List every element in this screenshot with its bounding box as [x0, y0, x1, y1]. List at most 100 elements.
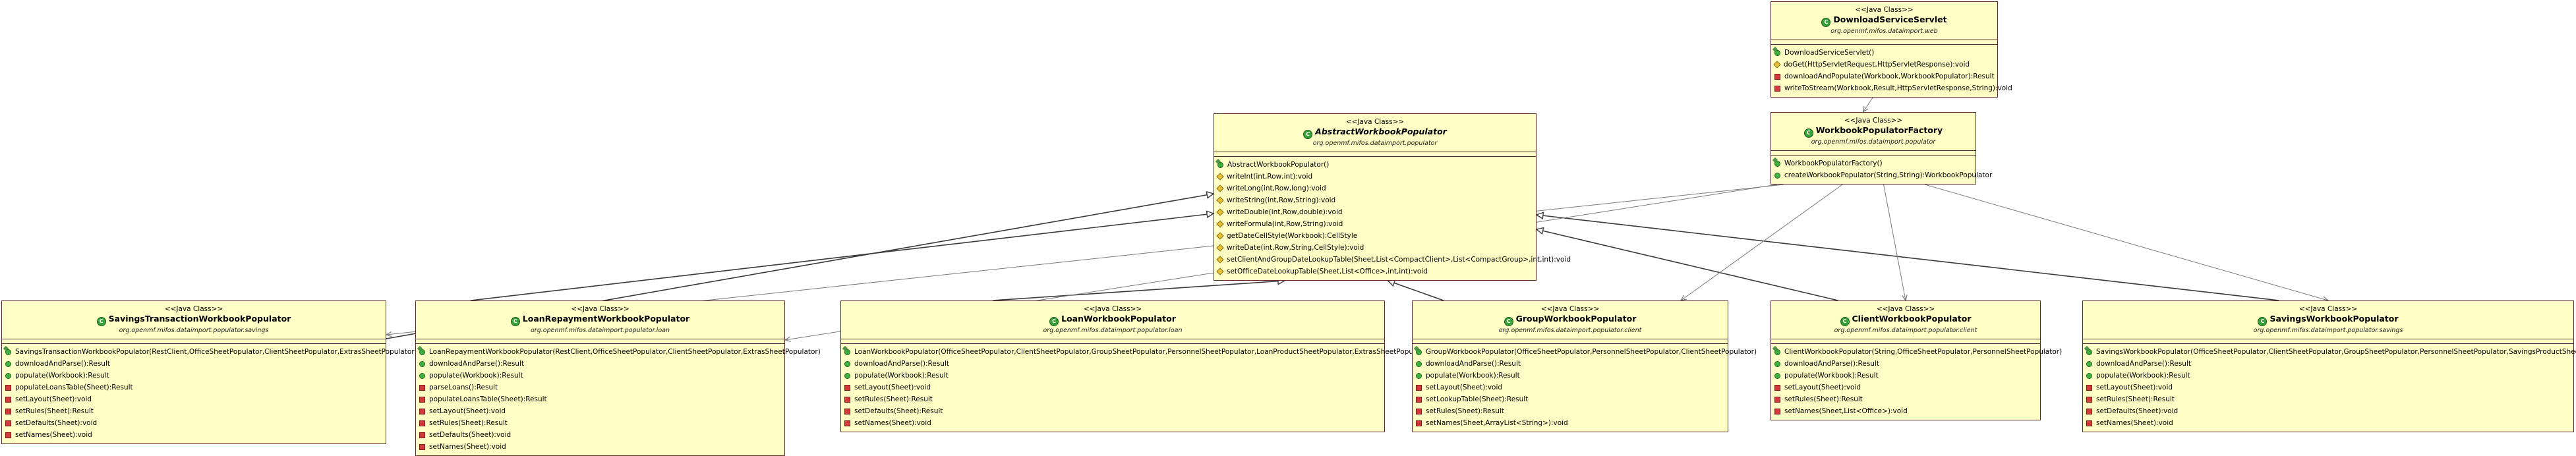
- operation-signature: setDefaults(Sheet):void: [2096, 407, 2179, 415]
- operation-signature: setClientAndGroupDateLookupTable(Sheet,L…: [1227, 256, 1571, 264]
- operations-compartment: LoanWorkbookPopulator(OfficeSheetPopulat…: [841, 344, 1432, 432]
- operation-row: setRules(Sheet):Result: [5, 405, 382, 417]
- private-method-icon: [419, 420, 425, 426]
- operation-row: downloadAndParse():Result: [5, 358, 382, 370]
- public-method-icon: [844, 360, 850, 367]
- class-package: org.openmf.mifos.dataimport.populator: [1312, 140, 1438, 147]
- private-method-icon: [5, 432, 11, 438]
- class-stereotype: <<Java Class>>: [1540, 305, 1600, 313]
- operation-signature: setNames(Sheet):void: [2096, 419, 2173, 427]
- operation-row: createWorkbookPopulator(String,String):W…: [1774, 169, 1992, 181]
- operation-row: populate(Workbook):Result: [844, 370, 1381, 382]
- operation-signature: setRules(Sheet):Result: [429, 419, 508, 427]
- class-stereotype: <<Java Class>>: [1844, 117, 1903, 125]
- class-name: AbstractWorkbookPopulator: [1315, 127, 1447, 136]
- operation-signature: downloadAndParse():Result: [1784, 360, 1879, 368]
- operation-signature: setLayout(Sheet):void: [1426, 384, 1503, 391]
- class-name: GroupWorkbookPopulator: [1515, 314, 1637, 324]
- public-method-icon: [1774, 360, 1780, 367]
- public-method-icon: [5, 360, 11, 367]
- operation-row: setLayout(Sheet):void: [419, 405, 781, 417]
- dependency-line: [1924, 184, 2329, 301]
- operations-compartment: ClientWorkbookPopulator(String,OfficeShe…: [1771, 344, 2062, 420]
- protected-method-icon: [1216, 196, 1224, 204]
- operation-row: setDefaults(Sheet):void: [2086, 405, 2570, 417]
- private-method-icon: [1416, 420, 1422, 426]
- public-method-icon: [419, 372, 425, 379]
- class-package: org.openmf.mifos.dataimport.web: [1830, 28, 1938, 35]
- operation-signature: ClientWorkbookPopulator(String,OfficeShe…: [1784, 348, 2063, 356]
- private-method-icon: [5, 420, 11, 426]
- operation-row: WorkbookPopulatorFactory(): [1774, 157, 1972, 169]
- operation-row: populateLoansTable(Sheet):Result: [419, 393, 781, 405]
- constructor-icon: [1416, 349, 1422, 355]
- operation-row: setNames(Sheet):void: [5, 429, 382, 441]
- class-icon: C: [1303, 130, 1313, 139]
- operation-row: populate(Workbook):Result: [5, 370, 382, 382]
- private-method-icon: [419, 432, 425, 438]
- class-stereotype: <<Java Class>>: [1345, 118, 1405, 126]
- constructor-icon: [2086, 349, 2092, 355]
- dependency-arrowhead: [385, 331, 392, 337]
- constructor-icon: [419, 349, 425, 355]
- operation-signature: parseLoans():Result: [429, 384, 498, 391]
- private-method-icon: [1774, 73, 1780, 80]
- operation-row: writeInt(int,Row,int):void: [1216, 171, 1533, 183]
- constructor-icon: [844, 349, 850, 355]
- class-icon: C: [96, 317, 106, 326]
- operation-row: setRules(Sheet):Result: [2086, 393, 2570, 405]
- class-package: org.openmf.mifos.dataimport.populator.lo…: [531, 327, 670, 334]
- constructor-icon: [1217, 161, 1223, 168]
- operation-signature: LoanWorkbookPopulator(OfficeSheetPopulat…: [854, 348, 1432, 356]
- protected-method-icon: [1216, 232, 1224, 240]
- operation-signature: GroupWorkbookPopulator(OfficeSheetPopula…: [1426, 348, 1757, 356]
- public-method-icon: [1774, 372, 1780, 379]
- operation-signature: setRules(Sheet):Result: [854, 395, 933, 403]
- public-method-icon: [1774, 172, 1780, 179]
- public-method-icon: [1416, 372, 1422, 379]
- operation-signature: populate(Workbook):Result: [854, 372, 949, 380]
- generalization-arrowhead: [1387, 279, 1396, 287]
- operation-signature: createWorkbookPopulator(String,String):W…: [1784, 171, 1993, 179]
- operation-signature: setLayout(Sheet):void: [2096, 384, 2173, 391]
- fields-compartment: [416, 339, 784, 344]
- generalization-arrowhead: [1206, 191, 1215, 199]
- operation-signature: downloadAndParse():Result: [854, 360, 949, 368]
- operation-signature: setNames(Sheet,ArrayList<String>):void: [1426, 419, 1568, 427]
- operations-compartment: SavingsWorkbookPopulator(OfficeSheetPopu…: [2083, 344, 2576, 432]
- operation-row: setNames(Sheet,List<Office>):void: [1774, 405, 2037, 417]
- fields-compartment: [2, 339, 386, 344]
- operation-signature: setDefaults(Sheet):Result: [854, 407, 943, 415]
- operation-signature: setLookupTable(Sheet):Result: [1426, 395, 1529, 403]
- operation-signature: LoanRepaymentWorkbookPopulator(RestClien…: [429, 348, 821, 356]
- operations-compartment: SavingsTransactionWorkbookPopulator(Rest…: [2, 344, 417, 443]
- dependency-line: [1680, 184, 1843, 301]
- operation-row: setDefaults(Sheet):Result: [844, 405, 1381, 417]
- operation-signature: writeDouble(int,Row,double):void: [1227, 208, 1343, 216]
- operation-signature: setDefaults(Sheet):void: [15, 419, 98, 427]
- operation-signature: populate(Workbook):Result: [15, 372, 109, 380]
- operation-signature: setLayout(Sheet):void: [1784, 384, 1861, 391]
- public-method-icon: [2086, 372, 2092, 379]
- operation-row: populateLoansTable(Sheet):Result: [5, 382, 382, 393]
- operation-row: downloadAndPopulate(Workbook,WorkbookPop…: [1774, 71, 1995, 82]
- protected-method-icon: [1773, 61, 1781, 69]
- operation-row: writeDate(int,Row,String,CellStyle):void: [1216, 242, 1533, 254]
- operation-signature: setLayout(Sheet):void: [854, 384, 931, 391]
- generalization-line: [471, 213, 1214, 301]
- class-name: DownloadServiceServlet: [1833, 14, 1947, 24]
